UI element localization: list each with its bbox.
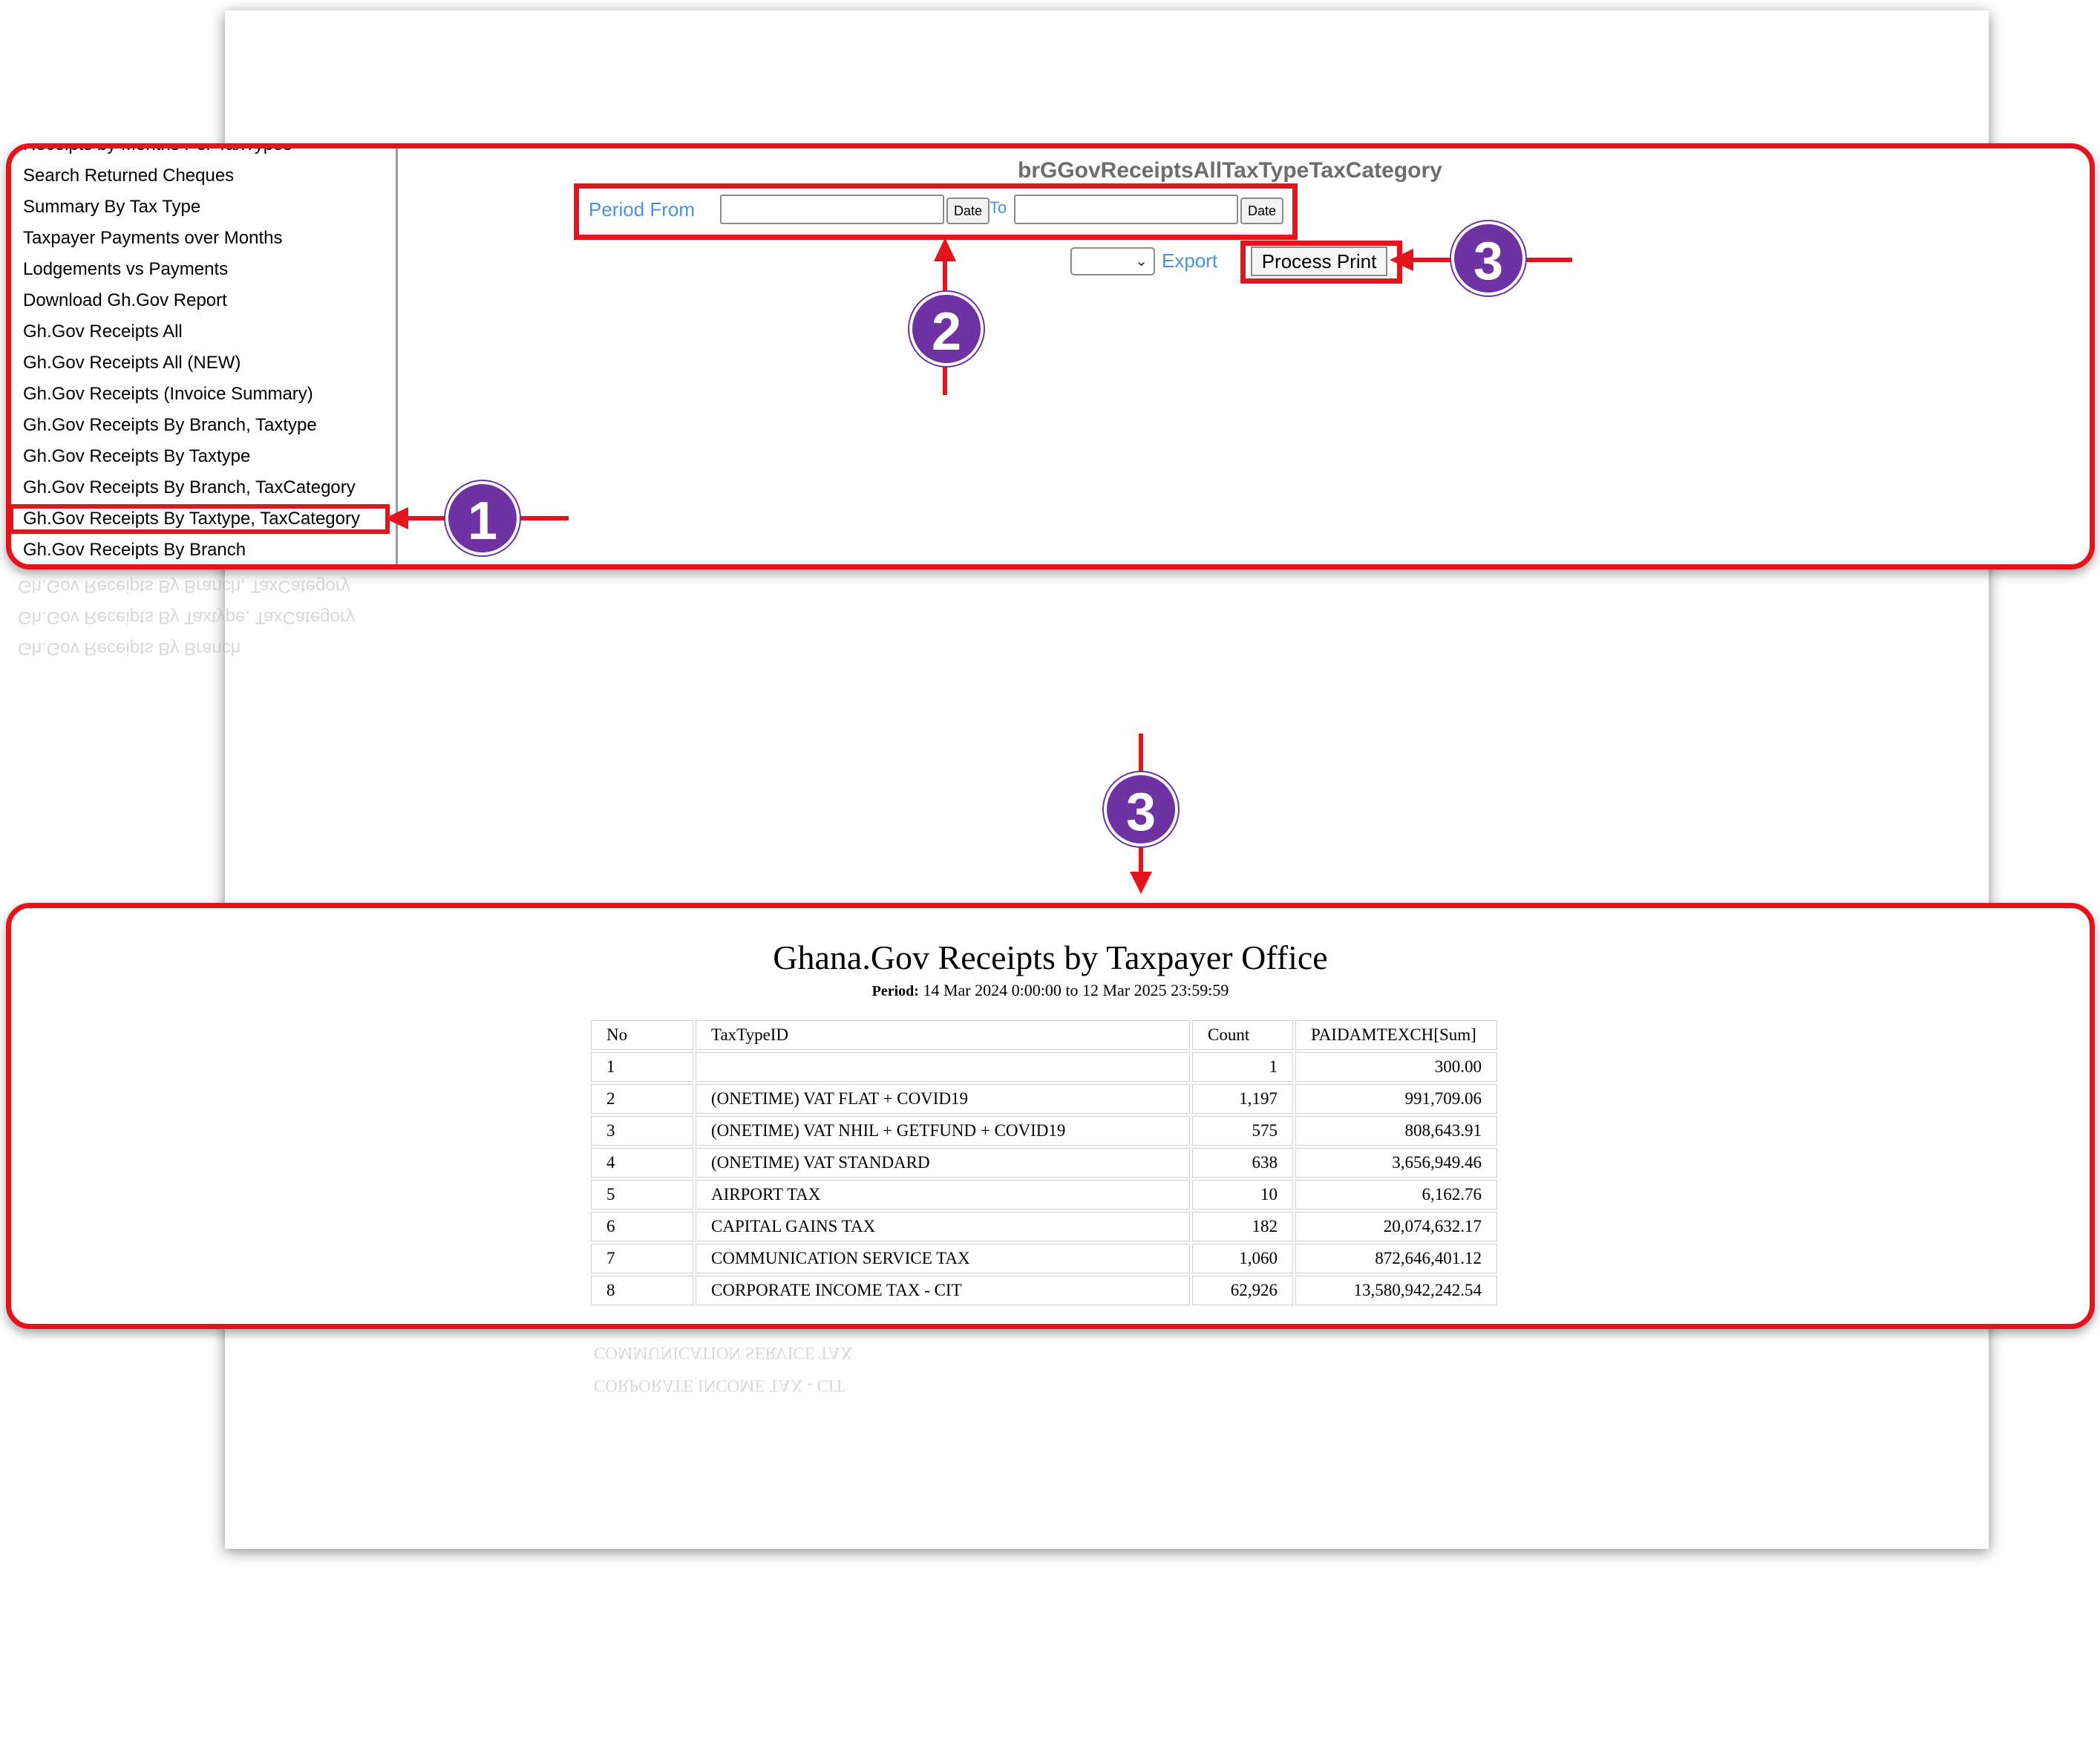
arrow-1-head — [385, 507, 408, 529]
step-3-output-badge: 3 — [1104, 772, 1178, 846]
arrow-3b-head — [1130, 872, 1152, 894]
cell-amount: 991,709.06 — [1295, 1084, 1497, 1114]
table-row: 3 (ONETIME) VAT NHIL + GETFUND + COVID19… — [591, 1116, 1497, 1146]
reflection-text: COMMUNICATION SERVICE TAX — [594, 1344, 853, 1362]
report-period: Period: 14 Mar 2024 0:00:00 to 12 Mar 20… — [11, 981, 2090, 1000]
to-date-button[interactable]: Date — [1240, 198, 1283, 224]
report-sidebar: Receipts by Months Per TaxTypes Search R… — [11, 148, 398, 564]
cell-taxtype: COMMUNICATION SERVICE TAX — [696, 1244, 1190, 1273]
cell-no: 1 — [591, 1052, 693, 1082]
cell-no: 5 — [591, 1180, 693, 1210]
cell-count: 575 — [1192, 1116, 1293, 1146]
arrow-2-head — [934, 238, 956, 261]
table-row: 6 CAPITAL GAINS TAX 182 20,074,632.17 — [591, 1212, 1497, 1241]
column-header-count: Count — [1192, 1020, 1293, 1050]
period-highlight — [574, 183, 1298, 240]
cell-count: 1,060 — [1192, 1244, 1293, 1273]
step-2-badge: 2 — [909, 292, 984, 366]
sidebar-item[interactable]: Lodgements vs Payments — [23, 259, 229, 279]
reflection-row: CORPORATE INCOME TAX - CIT — [594, 1369, 853, 1402]
step-1-badge: 1 — [445, 481, 520, 555]
cell-taxtype: CORPORATE INCOME TAX - CIT — [696, 1276, 1190, 1305]
sidebar-item[interactable]: Search Returned Cheques — [23, 166, 235, 186]
cell-no: 6 — [591, 1212, 693, 1241]
cell-no: 7 — [591, 1244, 693, 1273]
cell-amount: 808,643.91 — [1295, 1116, 1497, 1146]
chevron-down-icon: ⌄ — [1135, 253, 1148, 270]
cell-count: 1 — [1192, 1052, 1293, 1082]
cell-amount: 872,646,401.12 — [1295, 1244, 1497, 1273]
process-print-button[interactable]: Process Print — [1251, 247, 1387, 276]
sidebar-item[interactable]: Gh.Gov Receipts All (NEW) — [23, 353, 241, 373]
cell-amount: 6,162.76 — [1295, 1180, 1497, 1210]
receipts-table: No TaxTypeID Count PAIDAMTEXCH[Sum] 1 1 … — [589, 1018, 1499, 1308]
cell-taxtype: (ONETIME) VAT NHIL + GETFUND + COVID19 — [696, 1116, 1190, 1146]
cell-taxtype — [696, 1052, 1190, 1082]
export-format-select[interactable]: ⌄ — [1070, 247, 1155, 275]
sidebar-reflection: Gh.Gov Receipts By Branch Gh.Gov Receipt… — [18, 570, 355, 664]
cell-count: 182 — [1192, 1212, 1293, 1241]
table-row: 8 CORPORATE INCOME TAX - CIT 62,926 13,5… — [591, 1276, 1497, 1305]
reflection-text: Gh.Gov Receipts By Taxtype, TaxCategory — [18, 607, 355, 627]
period-to-label: To — [990, 198, 1007, 217]
cell-count: 62,926 — [1192, 1276, 1293, 1305]
cell-taxtype: (ONETIME) VAT FLAT + COVID19 — [696, 1084, 1190, 1114]
sidebar-item[interactable]: Gh.Gov Receipts By Branch, Taxtype — [23, 415, 317, 435]
sidebar-item[interactable]: Gh.Gov Receipts By Taxtype — [23, 446, 251, 466]
cell-amount: 20,074,632.17 — [1295, 1212, 1497, 1241]
sidebar-item[interactable]: Taxpayer Payments over Months — [23, 228, 283, 248]
report-output-callout: Ghana.Gov Receipts by Taxpayer Office Pe… — [6, 903, 2095, 1329]
sidebar-item-receipts-by-months[interactable]: Receipts by Months Per TaxTypes — [23, 143, 292, 154]
reflection-row: COMMUNICATION SERVICE TAX — [594, 1336, 853, 1369]
step-3-badge: 3 — [1451, 221, 1525, 296]
sidebar-item[interactable]: Gh.Gov Receipts By Branch — [23, 540, 246, 560]
from-date-button[interactable]: Date — [946, 198, 990, 224]
report-form-callout: Receipts by Months Per TaxTypes Search R… — [6, 143, 2095, 569]
sidebar-item[interactable]: Gh.Gov Receipts (Invoice Summary) — [23, 384, 313, 404]
cell-no: 8 — [591, 1276, 693, 1305]
cell-no: 4 — [591, 1148, 693, 1178]
table-reflection: CORPORATE INCOME TAX - CIT COMMUNICATION… — [594, 1336, 853, 1402]
cell-taxtype: CAPITAL GAINS TAX — [696, 1212, 1190, 1241]
reflection-text: CORPORATE INCOME TAX - CIT — [594, 1377, 845, 1395]
selected-item-highlight — [11, 504, 390, 534]
cell-taxtype: AIRPORT TAX — [696, 1180, 1190, 1210]
period-from-input[interactable] — [720, 195, 944, 224]
sidebar-item[interactable]: Summary By Tax Type — [23, 197, 201, 217]
period-value: 14 Mar 2024 0:00:00 to 12 Mar 2025 23:59… — [923, 981, 1229, 999]
column-header-paidamt: PAIDAMTEXCH[Sum] — [1295, 1020, 1497, 1050]
sidebar-item-selected[interactable]: Gh.Gov Receipts By Taxtype, TaxCategory — [23, 509, 360, 529]
column-header-no: No — [591, 1020, 693, 1050]
table-row: 5 AIRPORT TAX 10 6,162.76 — [591, 1180, 1497, 1210]
cell-amount: 300.00 — [1295, 1052, 1497, 1082]
reflection-text: Gh.Gov Receipts By Branch — [18, 639, 241, 659]
sidebar-item[interactable]: Gh.Gov Receipts All — [23, 322, 183, 342]
cell-amount: 3,656,949.46 — [1295, 1148, 1497, 1178]
column-header-taxtypeid: TaxTypeID — [696, 1020, 1190, 1050]
cell-amount: 13,580,942,242.54 — [1295, 1276, 1497, 1305]
cell-no: 2 — [591, 1084, 693, 1114]
reflection-text: Gh.Gov Receipts By Branch, TaxCategory — [18, 576, 350, 596]
arrow-3-head — [1390, 249, 1413, 271]
sidebar-item[interactable]: Download Gh.Gov Report — [23, 290, 227, 310]
cell-count: 10 — [1192, 1180, 1293, 1210]
report-name-heading: brGGovReceiptsAllTaxTypeTaxCategory — [1018, 158, 1442, 183]
report-title: Ghana.Gov Receipts by Taxpayer Office — [773, 939, 1328, 976]
cell-count: 638 — [1192, 1148, 1293, 1178]
table-header-row: No TaxTypeID Count PAIDAMTEXCH[Sum] — [591, 1020, 1497, 1050]
table-row: 2 (ONETIME) VAT FLAT + COVID19 1,197 991… — [591, 1084, 1497, 1114]
sidebar-item[interactable]: Gh.Gov Receipts By Branch, TaxCategory — [23, 477, 356, 497]
table-row: 1 1 300.00 — [591, 1052, 1497, 1082]
table-row: 4 (ONETIME) VAT STANDARD 638 3,656,949.4… — [591, 1148, 1497, 1178]
table-row: 7 COMMUNICATION SERVICE TAX 1,060 872,64… — [591, 1244, 1497, 1273]
period-from-label: Period From — [589, 198, 696, 221]
period-label: Period: — [871, 983, 919, 999]
export-link[interactable]: Export — [1162, 249, 1218, 272]
cell-count: 1,197 — [1192, 1084, 1293, 1114]
cell-no: 3 — [591, 1116, 693, 1146]
period-to-input[interactable] — [1014, 195, 1238, 224]
cell-taxtype: (ONETIME) VAT STANDARD — [696, 1148, 1190, 1178]
